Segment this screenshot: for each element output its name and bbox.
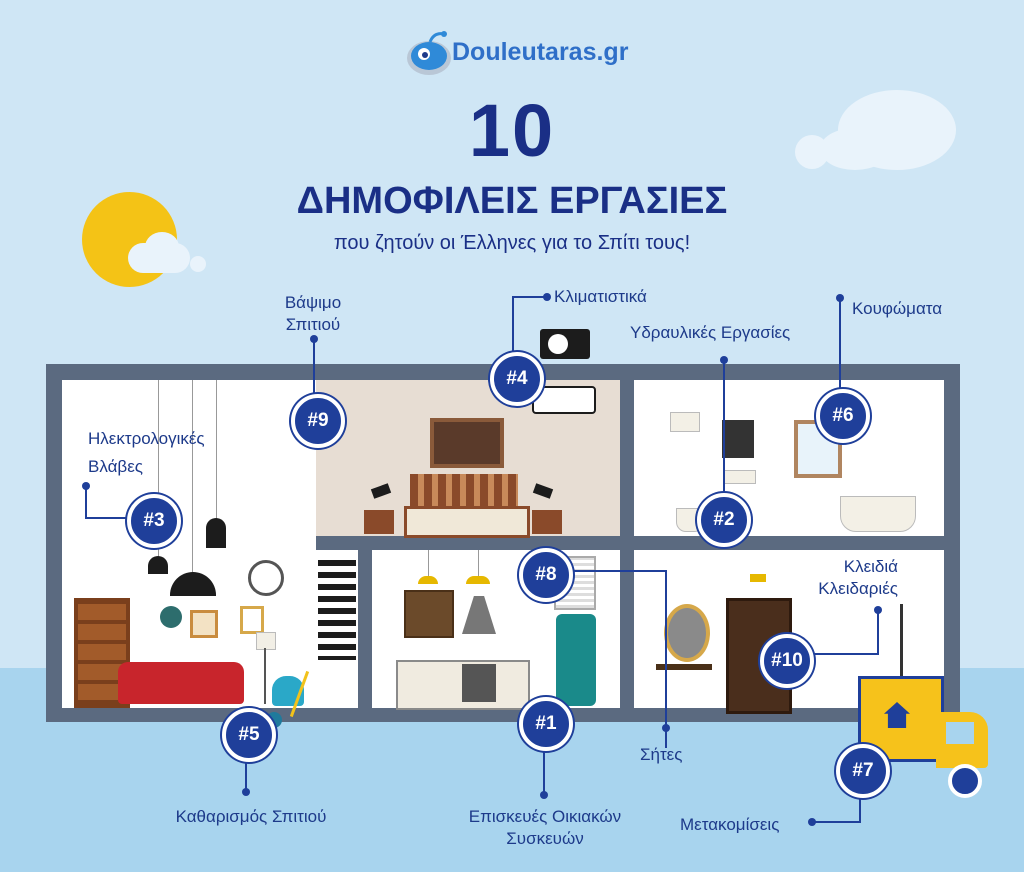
kitchen-cabinet <box>404 590 454 638</box>
toilet-tank <box>670 412 700 432</box>
service-badge-10: #10 <box>760 634 814 688</box>
ac-indoor-unit-icon <box>532 386 596 414</box>
service-badge-9: #9 <box>291 394 345 448</box>
service-badge-6: #6 <box>816 389 870 443</box>
headline-subtitle: που ζητούν οι Έλληνες για το Σπίτι τους! <box>333 232 691 254</box>
cloud-large-puff <box>820 128 890 170</box>
service-badge-1: #1 <box>519 697 573 751</box>
service-label-1: Επισκευές Οικιακών Συσκευών <box>468 807 622 848</box>
cloud-large-dot <box>795 135 829 169</box>
brand-mascot-icon <box>407 31 451 75</box>
service-label-3: Ηλεκτρολογικές Βλάβες <box>88 429 205 476</box>
service-label-7: Μετακομίσεις <box>680 815 780 834</box>
bathroom-sink <box>724 470 756 484</box>
round-mirror <box>664 604 710 662</box>
hallway-lamp <box>750 574 766 582</box>
service-label-6: Κουφώματα <box>852 299 943 318</box>
cloud-dot <box>190 256 206 272</box>
wall-clock-icon <box>248 560 284 596</box>
ac-outdoor-unit-icon <box>540 329 590 359</box>
nightstand-left <box>364 510 394 534</box>
service-badge-5: #5 <box>222 708 276 762</box>
service-label-10: Κλειδιά Κλειδαριές <box>818 557 898 598</box>
headline-number: 10 <box>468 89 556 172</box>
service-label-9: Βάψιμο Σπιτιού <box>284 293 342 334</box>
bedroom-painting <box>430 418 504 468</box>
service-label-8: Σήτες <box>640 745 683 764</box>
refrigerator <box>556 614 596 706</box>
stairs <box>318 560 356 660</box>
service-badge-3: #3 <box>127 494 181 548</box>
service-badge-7: #7 <box>836 744 890 798</box>
coat-rack <box>900 604 933 704</box>
service-label-4: Κλιματιστικά <box>554 287 647 306</box>
bathroom-mirror <box>722 420 754 458</box>
bed <box>404 506 530 538</box>
service-label-5: Καθαρισμός Σπιτιού <box>175 807 327 826</box>
console-table <box>656 664 712 712</box>
nightstand-right <box>532 510 562 534</box>
red-sofa <box>118 662 244 704</box>
service-badge-4: #4 <box>490 352 544 406</box>
oven <box>462 664 496 702</box>
service-badge-8: #8 <box>519 548 573 602</box>
bathtub <box>840 496 916 532</box>
cloud-small-puff <box>145 232 179 262</box>
service-label-2: Υδραυλικές Εργασίες <box>630 323 791 342</box>
headline-title: ΔΗΜΟΦΙΛΕΙΣ ΕΡΓΑΣΙΕΣ <box>296 180 728 222</box>
service-badge-2: #2 <box>697 493 751 547</box>
brand-logo: Douleutaras.gr <box>404 26 634 80</box>
brand-name: Douleutaras.gr <box>452 38 629 66</box>
